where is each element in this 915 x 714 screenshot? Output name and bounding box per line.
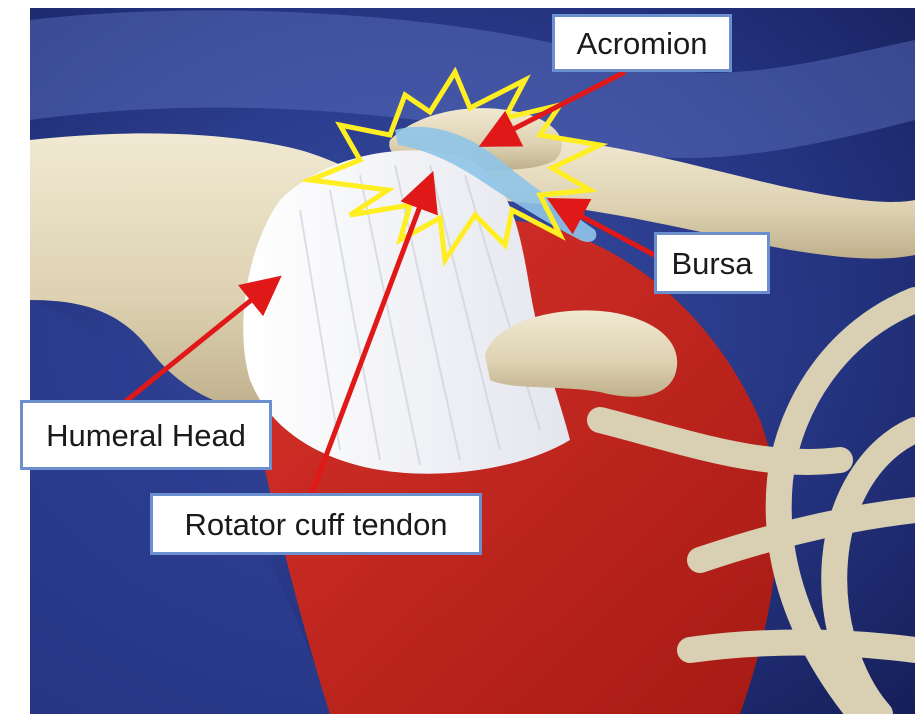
label-rotator-cuff-tendon: Rotator cuff tendon bbox=[150, 493, 482, 555]
label-humeral-head: Humeral Head bbox=[20, 400, 272, 470]
top-margin bbox=[0, 0, 915, 8]
label-bursa-text: Bursa bbox=[672, 248, 753, 279]
label-rotator-cuff-tendon-text: Rotator cuff tendon bbox=[184, 509, 447, 540]
label-bursa: Bursa bbox=[654, 232, 770, 294]
left-margin bbox=[0, 0, 30, 714]
label-acromion: Acromion bbox=[552, 14, 732, 72]
label-acromion-text: Acromion bbox=[577, 28, 708, 59]
label-humeral-head-text: Humeral Head bbox=[46, 420, 246, 451]
